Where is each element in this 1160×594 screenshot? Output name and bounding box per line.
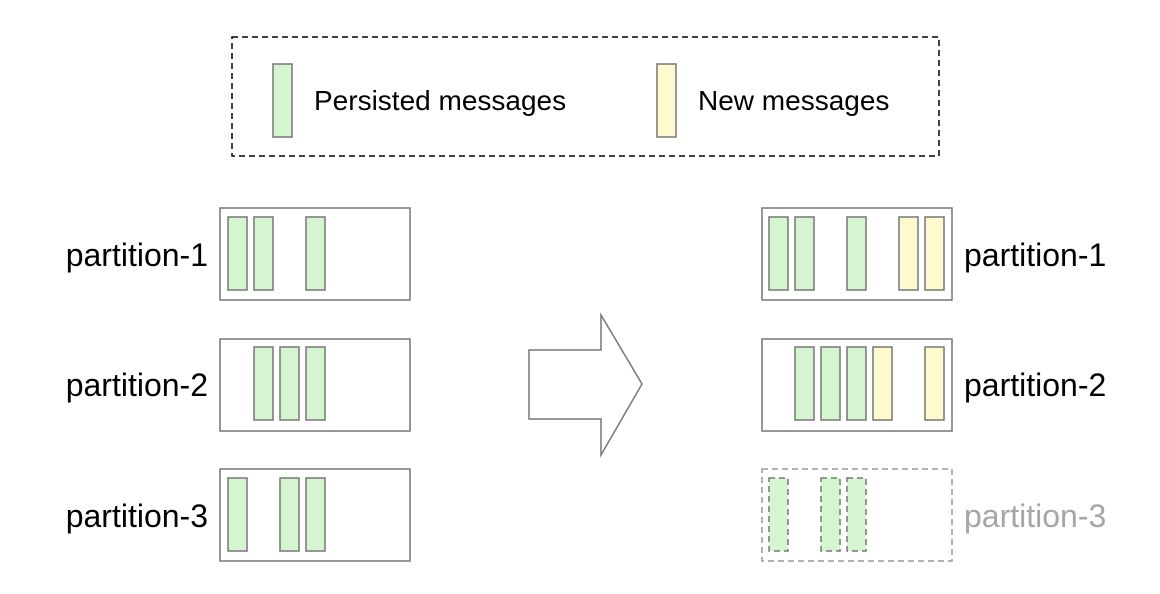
before-partition-2: partition-2: [66, 338, 411, 432]
persisted-message-bar: [846, 477, 867, 552]
new-message-bar: [872, 346, 893, 421]
new-message-bar: [898, 216, 919, 291]
after-partition-label-removed: partition-3: [964, 498, 1106, 534]
persisted-message-bar: [768, 216, 789, 291]
new-message-bar: [924, 346, 945, 421]
legend-persisted-label: Persisted messages: [314, 85, 566, 116]
partition-messages: [768, 477, 867, 552]
persisted-message-bar: [279, 346, 300, 421]
persisted-message-bar: [279, 477, 300, 552]
right-arrow-icon: [528, 312, 643, 458]
persisted-message-bar: [846, 216, 867, 291]
persisted-message-bar: [227, 477, 248, 552]
persisted-message-bar: [305, 216, 326, 291]
partition-messages: [253, 346, 326, 421]
persisted-message-bar: [305, 346, 326, 421]
partition-messages: [227, 477, 326, 552]
persisted-message-bar: [846, 346, 867, 421]
after-partition-3-removed: partition-3: [761, 468, 1106, 562]
persisted-message-bar: [794, 346, 815, 421]
legend-frame: [231, 36, 940, 157]
persisted-message-bar: [820, 477, 841, 552]
before-partition-label: partition-2: [66, 367, 208, 403]
partition-messages: [794, 346, 945, 421]
after-partition-2: partition-2: [761, 338, 1106, 432]
after-partitions: partition-1 partition-2 partition-3: [761, 207, 1106, 562]
before-partition-1: partition-1: [66, 207, 411, 301]
persisted-message-bar: [768, 477, 789, 552]
before-partition-label: partition-3: [66, 498, 208, 534]
legend-persisted-swatch: [272, 63, 293, 138]
legend: Persisted messages New messages: [231, 36, 940, 157]
persisted-message-bar: [794, 216, 815, 291]
before-partition-3: partition-3: [66, 468, 411, 562]
legend-new-label: New messages: [698, 85, 889, 116]
before-partitions: partition-1 partition-2 partition-3: [66, 207, 411, 562]
persisted-message-bar: [820, 346, 841, 421]
persisted-message-bar: [253, 216, 274, 291]
new-message-bar: [924, 216, 945, 291]
persisted-message-bar: [253, 346, 274, 421]
partition-messages: [227, 216, 326, 291]
after-partition-1: partition-1: [761, 207, 1106, 301]
persisted-message-bar: [227, 216, 248, 291]
before-partition-label: partition-1: [66, 237, 208, 273]
persisted-message-bar: [305, 477, 326, 552]
after-partition-label: partition-1: [964, 237, 1106, 273]
legend-new-swatch: [656, 63, 677, 138]
partition-messages: [768, 216, 945, 291]
after-partition-label: partition-2: [964, 367, 1106, 403]
